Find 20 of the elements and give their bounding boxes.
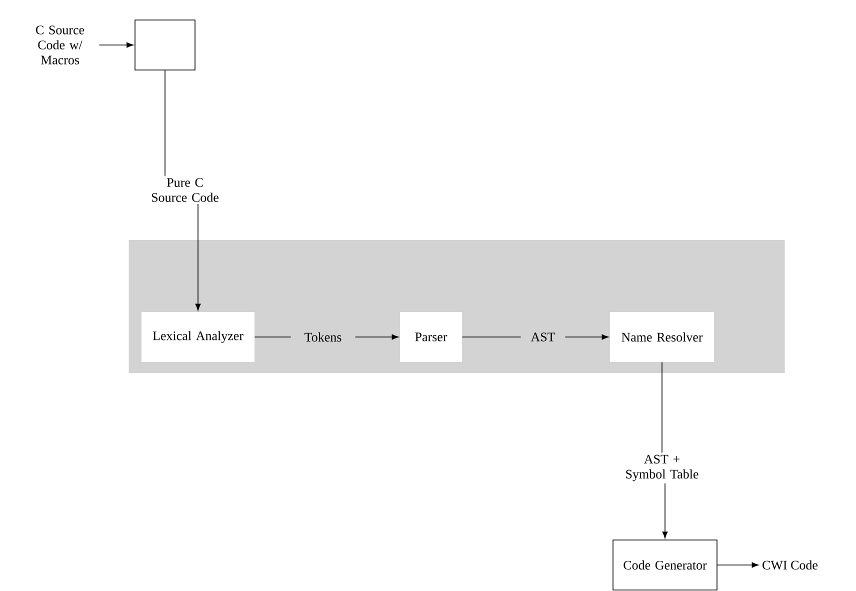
arrow (564, 334, 609, 340)
text-label: AST + Symbol Table (626, 454, 698, 482)
text-label: AST (530, 332, 556, 342)
text-label: Pure C Source Code (152, 178, 218, 202)
arrow (662, 483, 668, 538)
text-label: CWI Code (762, 560, 818, 570)
arrow (195, 204, 201, 311)
text-label: Tokens (304, 332, 342, 342)
connector-line (164, 70, 166, 176)
arrow (354, 334, 399, 340)
arrow (717, 562, 759, 568)
text-label: C Source Code w/ Macros (36, 26, 84, 64)
process-box: Lexical Analyzer (142, 312, 254, 362)
process-box (134, 20, 196, 70)
arrow (98, 42, 134, 48)
process-box: Parser (400, 312, 462, 362)
connector-line (254, 336, 292, 338)
connector-line (462, 336, 522, 338)
process-box: Name Resolver (610, 312, 714, 362)
process-box: Code Generator (612, 540, 718, 590)
